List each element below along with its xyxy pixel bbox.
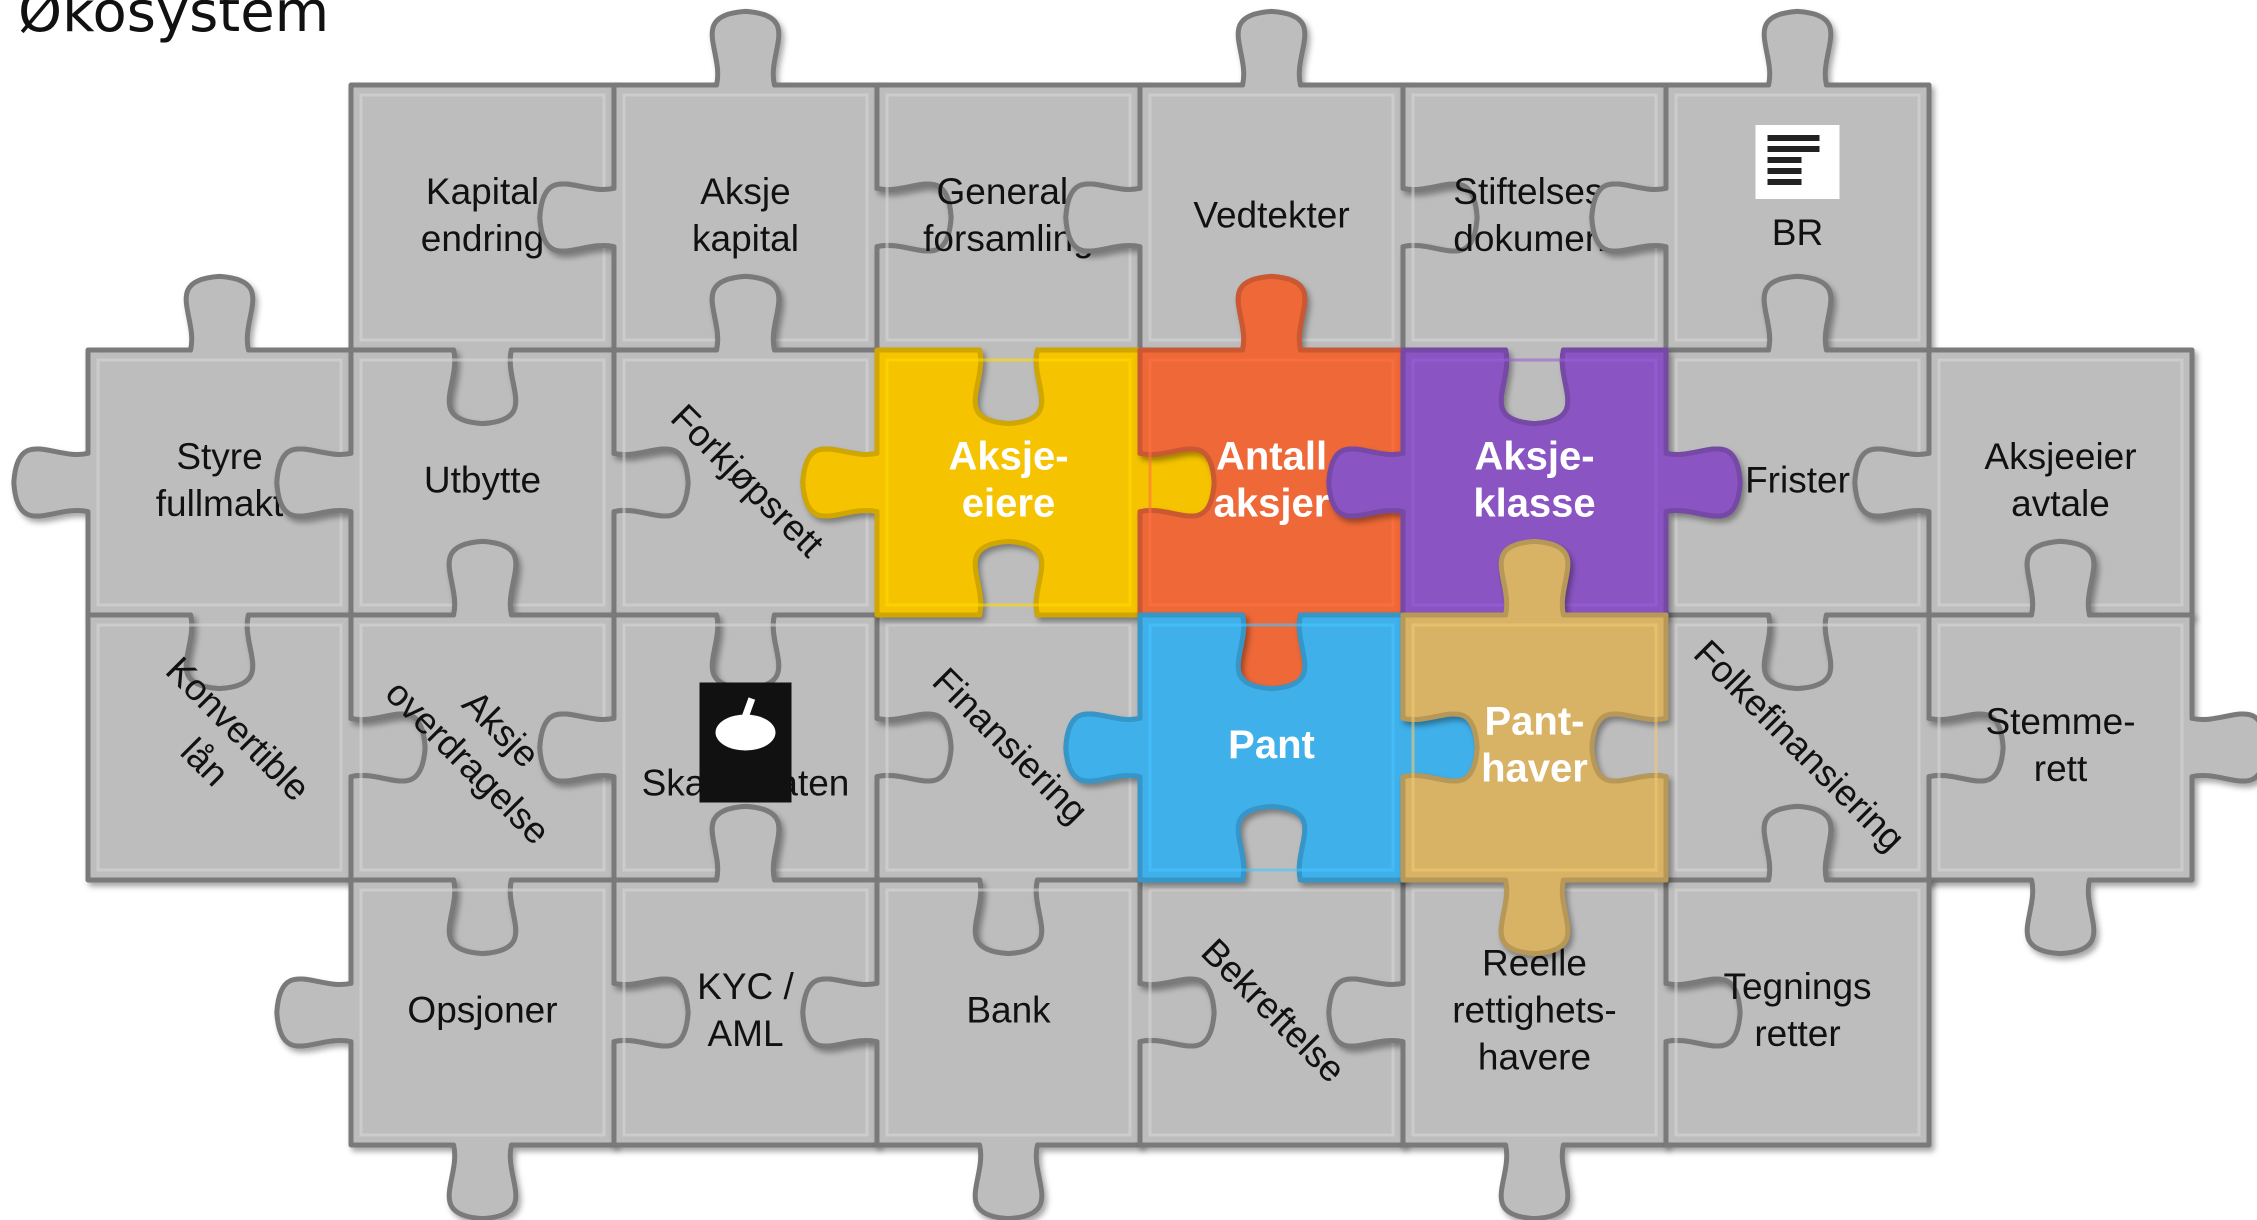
- piece-bevel: [1148, 623, 1395, 872]
- piece-label: KYC /: [697, 966, 794, 1007]
- piece-label: kapital: [692, 218, 799, 259]
- puzzle-piece-shape: [1926, 538, 2257, 957]
- piece-label: Styre: [176, 436, 262, 477]
- puzzle-piece-skatteetaten: Skatteetaten: [537, 612, 954, 883]
- br-logo-icon: [1755, 125, 1840, 199]
- puzzle-piece-panthaver: Pant-haver: [1400, 538, 1669, 957]
- piece-label: Opsjoner: [407, 989, 557, 1030]
- piece-label: Frister: [1745, 459, 1850, 500]
- piece-bevel: [885, 888, 1132, 1137]
- piece-bevel: [359, 888, 606, 1137]
- piece-bevel: [885, 358, 1132, 607]
- skatteetaten-logo-icon: [699, 682, 792, 803]
- piece-label: BR: [1772, 212, 1823, 253]
- puzzle-piece-folkefinansiering: Folkefinansiering: [1589, 612, 2006, 883]
- puzzle-piece-pant: Pant: [1063, 612, 1480, 883]
- puzzle-piece-stiftelses-dokument: Stiftelses-dokument: [1400, 82, 1669, 427]
- piece-bevel: [1674, 888, 1921, 1137]
- piece-label: AML: [707, 1013, 783, 1054]
- piece-label: Aksje-: [1474, 435, 1594, 479]
- piece-label: Aksje: [700, 171, 790, 212]
- piece-label: fullmakt: [156, 483, 284, 524]
- puzzle-piece-bank: Bank: [800, 877, 1217, 1220]
- piece-label: Kapital: [426, 171, 539, 212]
- piece-label: Bank: [966, 989, 1051, 1030]
- piece-bevel: [1937, 623, 2184, 872]
- piece-label: Stiftelses-: [1453, 171, 1615, 212]
- piece-label: Pant: [1228, 723, 1315, 767]
- piece-label: Aksje-: [948, 435, 1068, 479]
- puzzle-piece-forkjopsrett: Forkjøpsrett: [611, 273, 880, 692]
- piece-label: Stemme-: [1985, 701, 2135, 742]
- piece-label: Vedtekter: [1193, 194, 1349, 235]
- piece-label: retter: [1754, 1013, 1840, 1054]
- piece-label: eiere: [962, 482, 1055, 526]
- skatteetaten-logo-text: Skatteetaten: [642, 762, 850, 803]
- piece-label: aksjer: [1214, 482, 1330, 526]
- piece-label: rettighets-: [1452, 989, 1617, 1030]
- piece-label: dokument: [1453, 218, 1616, 259]
- piece-label: Antall: [1216, 435, 1327, 479]
- piece-bevel: [1411, 623, 1658, 872]
- puzzle-piece-stemmerett: Stemme-rett: [1926, 538, 2257, 957]
- puzzle-piece-aksjeklasse: Aksje-klasse: [1326, 347, 1743, 618]
- piece-label: haver: [1481, 747, 1588, 791]
- puzzle-piece-tegningsretter: Tegnings retter: [1663, 803, 1932, 1148]
- puzzle-piece-aksje-kapital: Aksje kapital: [537, 8, 954, 353]
- piece-label: avtale: [2011, 483, 2110, 524]
- puzzle-piece-vedtekter: Vedtekter: [1063, 8, 1480, 353]
- puzzle-piece-shape: [1400, 538, 1669, 957]
- piece-label: endring: [421, 218, 544, 259]
- piece-label: rett: [2034, 748, 2088, 789]
- piece-label: General-: [937, 171, 1081, 212]
- piece-label: Tegnings: [1723, 966, 1871, 1007]
- piece-label: havere: [1478, 1036, 1591, 1077]
- piece-label: Pant-: [1485, 700, 1585, 744]
- page-title: Økosystem: [18, 0, 330, 45]
- piece-label: Aksjeeier: [1984, 436, 2136, 477]
- piece-label: klasse: [1473, 482, 1595, 526]
- piece-label: Utbytte: [424, 459, 541, 500]
- piece-bevel: [96, 623, 343, 872]
